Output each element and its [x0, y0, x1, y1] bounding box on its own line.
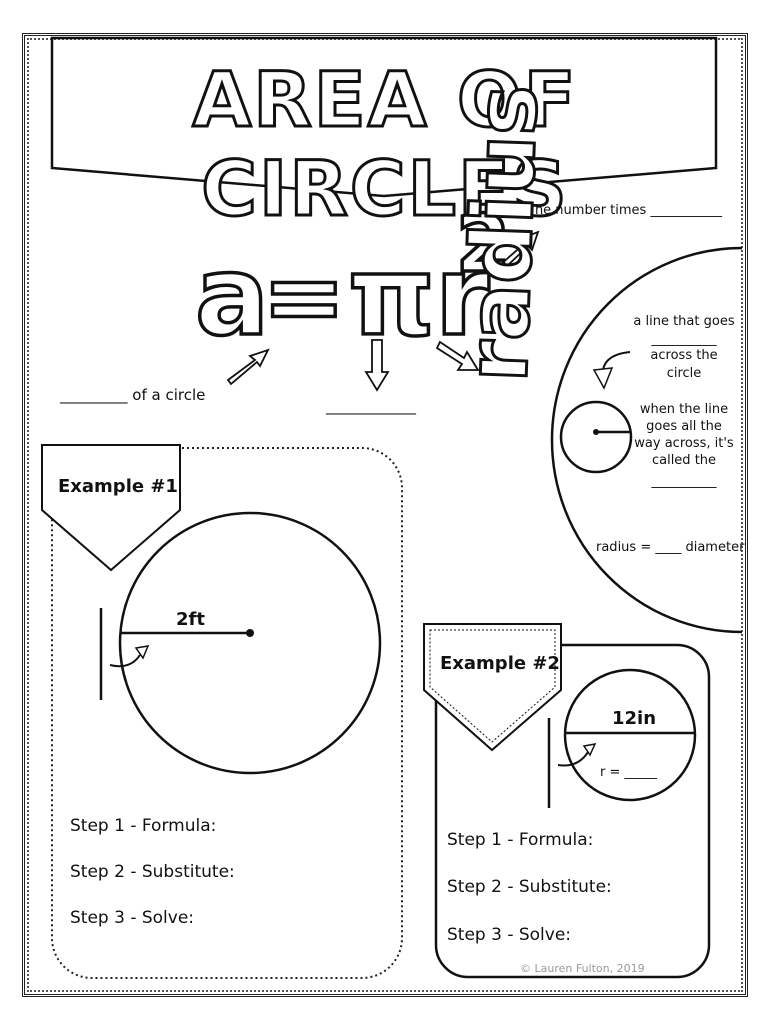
- arrow-to-radius: [435, 340, 480, 371]
- diameter-def-blank2: __________: [651, 474, 717, 489]
- example1-arrowhead: [134, 645, 150, 660]
- example1-step2: Step 2 - Substitute:: [70, 862, 235, 882]
- example2-step2: Step 2 - Substitute:: [447, 877, 612, 897]
- example1-label: Example #1: [58, 476, 178, 497]
- pi-blank: ____________: [326, 397, 416, 415]
- formula-exponent: 2: [454, 198, 512, 292]
- radius-curve-arrowhead: [592, 367, 614, 390]
- example1-circle: [118, 511, 382, 775]
- example2-pennant-inner: [429, 629, 556, 743]
- example2-pennant: [423, 623, 562, 752]
- number-times-label: The number times ___________: [527, 203, 722, 218]
- radius-def-line2b: circle: [666, 366, 702, 381]
- formula-arrows: [226, 230, 540, 392]
- arrow-to-a: [226, 348, 270, 386]
- mini-circle-center: [593, 429, 599, 435]
- example2-step3: Step 3 - Solve:: [447, 925, 572, 945]
- radius-def-blank1: __________: [651, 332, 717, 347]
- radius-panel-arc: [550, 246, 743, 634]
- diameter-def-line3c: way across, it's: [634, 436, 734, 451]
- radius-def-line2a: across the: [650, 348, 718, 363]
- page-border: [22, 33, 748, 997]
- page-title: AREA OF CIRCLES: [191, 54, 578, 235]
- example1-pennant: [41, 444, 181, 572]
- example2-measure: 12in: [612, 708, 657, 729]
- example2-step1: Step 1 - Formula:: [447, 830, 594, 850]
- example2-arrowhead: [582, 743, 597, 757]
- example2-box: [434, 643, 711, 979]
- example1-arrow: [109, 654, 141, 668]
- example1-step3: Step 3 - Solve:: [70, 908, 195, 928]
- copyright: © Lauren Fulton, 2019: [520, 962, 645, 975]
- example1-measure: 2ft: [176, 609, 205, 630]
- mini-circle: [559, 400, 633, 474]
- of-a-circle-label: _________ of a circle: [60, 386, 206, 404]
- diameter-def-line3d: called the: [651, 453, 717, 468]
- formula-equals: =: [260, 236, 347, 357]
- example2-arrow: [557, 751, 589, 767]
- radius-diameter-relation: radius = ____ diameter: [596, 540, 745, 555]
- example2-circle: [563, 668, 697, 802]
- example2-r-label: r = _____: [600, 765, 658, 780]
- example1-box: [51, 447, 403, 979]
- formula-a: a: [193, 230, 271, 362]
- radius-def-line1: a line that goes: [633, 314, 735, 329]
- example1-center-dot: [246, 629, 254, 637]
- radius-word: radius: [446, 82, 557, 385]
- arrow-to-exponent: [498, 230, 540, 271]
- example2-label: Example #2: [440, 653, 560, 674]
- diameter-def-line3a: when the line: [639, 402, 729, 417]
- arrow-to-pi: [364, 339, 390, 392]
- diameter-def-line3b: goes all the: [646, 419, 722, 434]
- title-banner: [50, 36, 718, 198]
- example1-step1: Step 1 - Formula:: [70, 816, 217, 836]
- formula-pi-r: πr: [346, 230, 491, 362]
